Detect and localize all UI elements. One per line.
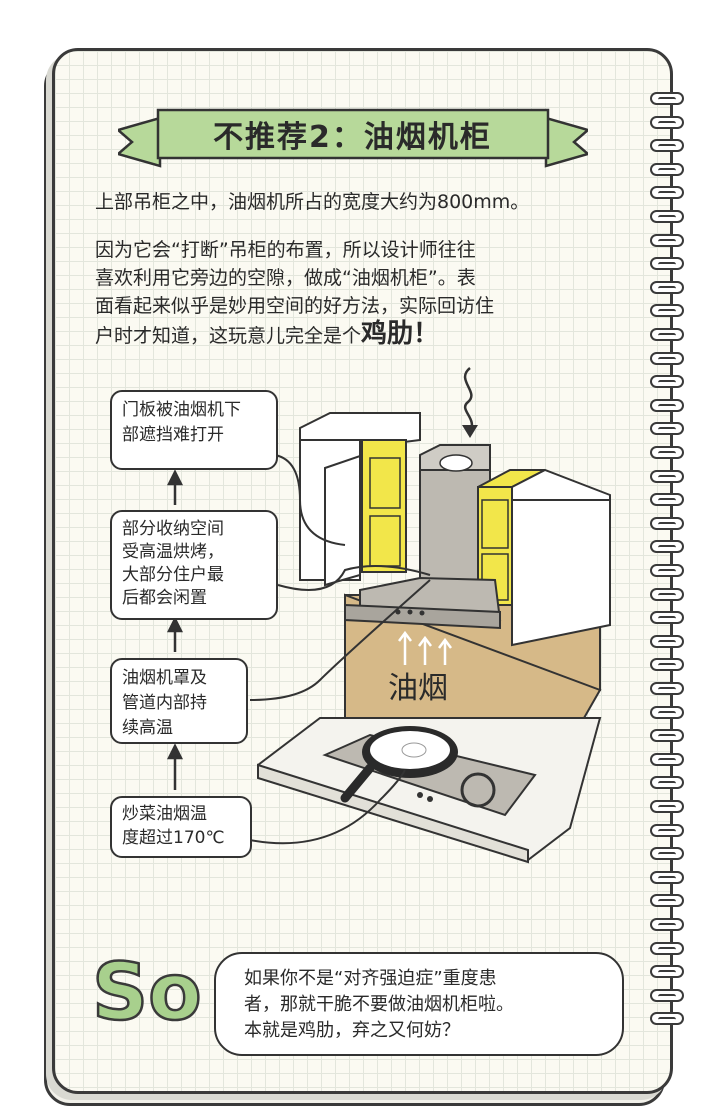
paragraph-line-prefix: 户时才知道，这玩意儿完全是个	[95, 325, 362, 347]
label-smoke-temperature: 炒菜油烟温 度超过170℃	[110, 796, 252, 858]
paragraph-line: 面看起来似乎是妙用空间的好方法，实际回访住	[95, 295, 495, 317]
binding-ring	[650, 540, 684, 554]
binding-ring	[650, 611, 684, 625]
conclusion-line: 如果你不是“对齐强迫症”重度患	[244, 968, 497, 989]
label-line: 大部分住户最	[122, 565, 224, 585]
label-line: 后都会闲置	[122, 588, 207, 608]
label-line: 度超过170℃	[122, 828, 225, 848]
page-title: 不推荐2：油烟机柜	[213, 120, 492, 155]
binding-ring	[650, 729, 684, 743]
binding-ring	[650, 634, 684, 648]
smoke-label: 油烟	[388, 671, 448, 706]
conclusion-bubble: 如果你不是“对齐强迫症”重度患 者，那就干脆不要做油烟机柜啦。 本就是鸡肋，弃之…	[214, 952, 624, 1056]
binding-ring	[650, 682, 684, 695]
conclusion-line: 者，那就干脆不要做油烟机柜啦。	[244, 994, 514, 1015]
binding-ring	[650, 587, 684, 601]
binding-ring	[650, 210, 684, 223]
binding-ring	[650, 304, 684, 318]
binding-ring	[650, 516, 684, 530]
binding-ring	[650, 280, 684, 294]
body-paragraph: 因为它会“打断”吊柜的布置，所以设计师往往 喜欢利用它旁边的空隙，做成“油烟机柜…	[95, 236, 635, 350]
so-word: So	[91, 947, 203, 1040]
binding-ring	[650, 823, 684, 837]
binding-ring	[650, 918, 684, 931]
title-banner	[118, 108, 588, 168]
binding-ring	[650, 233, 684, 247]
label-line: 管道内部持	[122, 693, 207, 713]
binding-ring	[650, 705, 684, 719]
binding-ring	[650, 469, 684, 483]
binding-ring	[650, 398, 684, 412]
spiral-binding	[650, 92, 686, 1052]
label-line: 炒菜油烟温	[122, 804, 207, 824]
binding-ring	[650, 988, 684, 1002]
binding-ring	[650, 115, 684, 129]
label-door-blocked: 门板被油烟机下 部遮挡难打开	[110, 390, 278, 470]
binding-ring	[650, 965, 684, 979]
binding-ring	[650, 162, 684, 176]
paragraph-line: 因为它会“打断”吊柜的布置，所以设计师往往	[95, 239, 476, 261]
binding-ring	[650, 446, 684, 459]
emphasis-word: 鸡肋！	[361, 319, 440, 349]
label-line: 受高温烘烤，	[122, 542, 224, 562]
binding-ring	[650, 257, 684, 271]
binding-ring	[650, 1012, 684, 1026]
paragraph-line: 户时才知道，这玩意儿完全是个鸡肋！	[95, 320, 635, 350]
binding-ring	[650, 752, 684, 766]
conclusion-line: 本就是鸡肋，弃之又何妨？	[244, 1020, 460, 1041]
paragraph-line: 喜欢利用它旁边的空隙，做成“油烟机柜”。表	[95, 267, 476, 289]
label-line: 部分收纳空间	[122, 519, 224, 539]
label-line: 门板被油烟机下	[122, 400, 241, 420]
binding-ring	[650, 941, 684, 955]
binding-ring	[650, 139, 684, 153]
binding-ring	[650, 351, 684, 365]
label-line: 部遮挡难打开	[122, 425, 224, 445]
binding-ring	[650, 658, 684, 672]
binding-ring	[650, 422, 684, 436]
binding-ring	[650, 847, 684, 861]
label-storage-heat: 部分收纳空间 受高温烘烤， 大部分住户最 后都会闲置	[110, 510, 278, 620]
binding-ring	[650, 493, 684, 507]
binding-ring	[650, 92, 684, 105]
label-hood-heat: 油烟机罩及 管道内部持 续高温	[110, 658, 248, 744]
intro-text: 上部吊柜之中，油烟机所占的宽度大约为800mm。	[95, 191, 530, 213]
binding-ring	[650, 328, 684, 341]
binding-ring	[650, 870, 684, 884]
label-line: 油烟机罩及	[122, 668, 207, 688]
binding-ring	[650, 375, 684, 389]
binding-ring	[650, 776, 684, 790]
binding-ring	[650, 186, 684, 200]
binding-ring	[650, 564, 684, 577]
binding-ring	[650, 894, 684, 908]
binding-ring	[650, 800, 684, 813]
label-line: 续高温	[122, 718, 173, 738]
